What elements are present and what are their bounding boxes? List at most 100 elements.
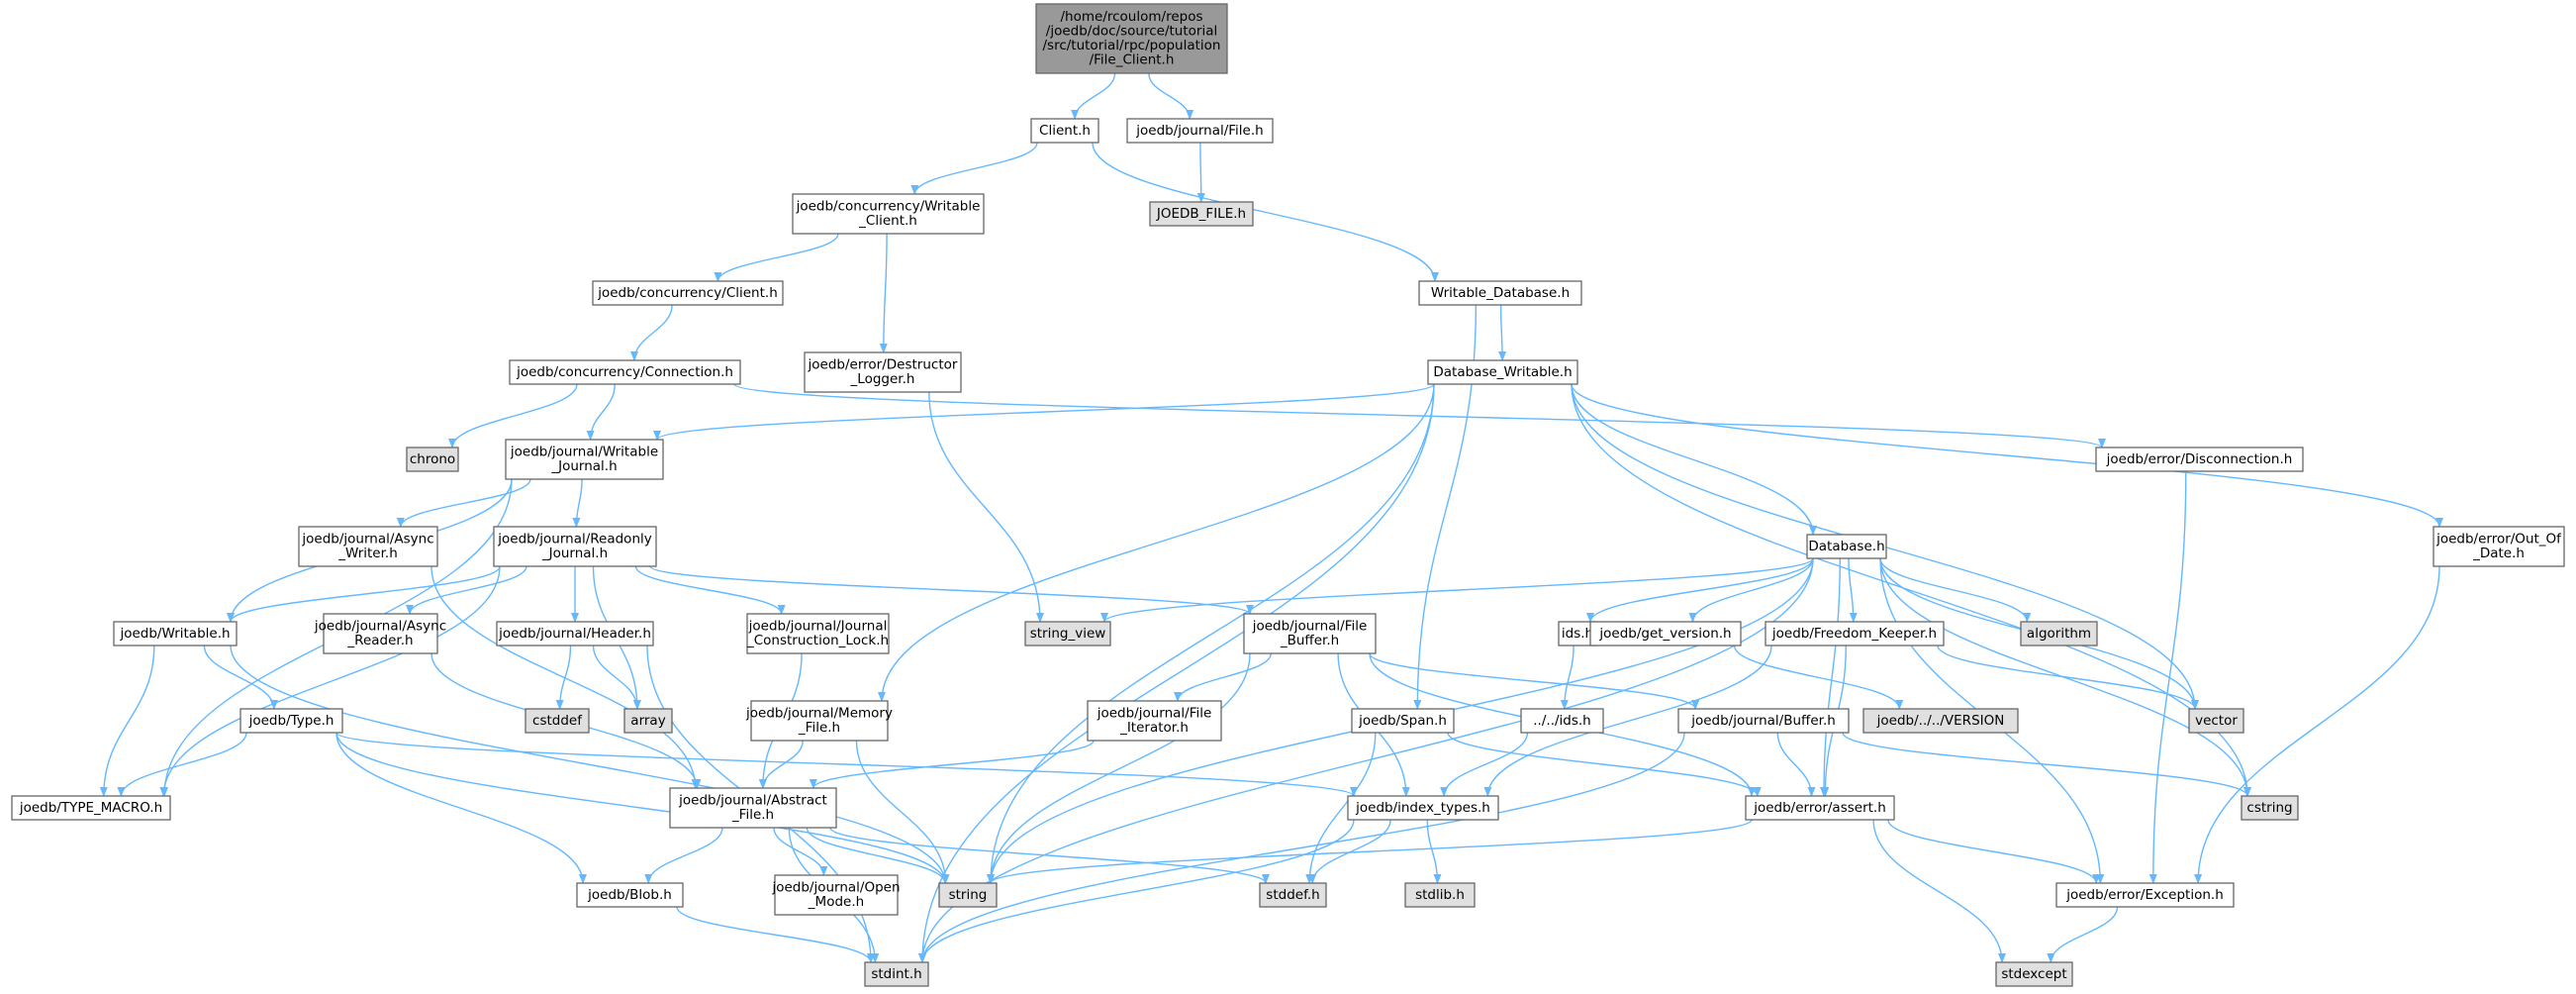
node-label: _Logger.h	[850, 371, 915, 387]
node-stddef-h[interactable]: stddef.h	[1259, 882, 1327, 908]
node-cstring[interactable]: cstring	[2241, 795, 2299, 821]
node-conc-client[interactable]: joedb/concurrency/Client.h	[592, 280, 784, 306]
node-label: stdexcept	[2001, 966, 2066, 982]
node-label: joedb/Writable.h	[119, 626, 230, 642]
node-root[interactable]: /home/rcoulom/repos/joedb/doc/source/tut…	[1035, 3, 1228, 74]
edge-header_h-to-cstddef	[555, 645, 572, 710]
node-conc-connection[interactable]: joedb/concurrency/Connection.h	[509, 359, 741, 385]
node-stdlib-h[interactable]: stdlib.h	[1404, 882, 1476, 908]
node-box	[239, 708, 343, 734]
node-chrono[interactable]: chrono	[406, 447, 459, 472]
node-destructor-logger[interactable]: joedb/error/Destructor_Logger.h	[804, 351, 962, 393]
edge-writable_h-to-type_h	[203, 645, 278, 710]
edge-conc_client-to-conc_connection	[630, 304, 673, 361]
node-label: Client.h	[1039, 123, 1091, 139]
node-cstddef[interactable]: cstddef	[525, 708, 590, 734]
edge-database_h-to-freedom_keeper	[1848, 557, 1858, 623]
node-box	[1520, 708, 1604, 734]
node-label: joedb/concurrency/Connection.h	[516, 364, 733, 380]
node-label: /home/rcoulom/repos	[1061, 9, 1203, 25]
node-database-writable[interactable]: Database_Writable.h	[1427, 359, 1578, 385]
node-box	[774, 874, 899, 916]
edge-client_h-to-writable_database	[1092, 142, 1439, 282]
node-index-types[interactable]: joedb/index_types.h	[1347, 795, 1499, 821]
edge-readonly_journal-to-type_macro	[159, 565, 501, 797]
node-label: joedb/error/Disconnection.h	[2106, 451, 2293, 467]
edge-assert_h-to-exception_h	[1887, 819, 2101, 884]
edge-root-to-journal_file_h	[1148, 72, 1194, 120]
node-box	[2095, 447, 2304, 472]
node-span-h[interactable]: joedb/Span.h	[1351, 708, 1455, 734]
node-file-iterator[interactable]: joedb/journal/File_Iterator.h	[1087, 700, 1222, 742]
node-box	[1259, 882, 1327, 908]
node-box	[496, 621, 654, 646]
node-version-h[interactable]: joedb/../../VERSION	[1862, 708, 2019, 734]
node-box	[1035, 3, 1228, 74]
node-label: _Reader.h	[346, 633, 413, 648]
node-disconnection[interactable]: joedb/error/Disconnection.h	[2095, 447, 2304, 472]
node-algorithm[interactable]: algorithm	[2020, 621, 2098, 646]
edge-database_writable-to-out_of_date	[1571, 383, 2443, 528]
node-journal-file-h[interactable]: joedb/journal/File.h	[1126, 118, 1274, 144]
node-box	[1404, 882, 1476, 908]
node-vector[interactable]: vector	[2188, 708, 2244, 734]
edge-out_of_date-to-exception_h	[2194, 565, 2440, 884]
node-label: /src/tutorial/rpc/population	[1042, 38, 1220, 53]
node-label: joedb/Span.h	[1358, 713, 1447, 729]
node-blob-h[interactable]: joedb/Blob.h	[576, 882, 684, 908]
node-dotdot-ids[interactable]: ../../ids.h	[1520, 708, 1604, 734]
node-label: chrono	[410, 451, 455, 467]
edge-destructor_logger-to-string_view	[928, 391, 1044, 623]
edge-exception_h-to-stdexcept	[2047, 906, 2119, 963]
node-box	[1024, 621, 1111, 646]
node-out-of-date[interactable]: joedb/error/Out_Of_Date.h	[2433, 526, 2565, 567]
node-string[interactable]: string	[938, 882, 998, 908]
node-writable-journal[interactable]: joedb/journal/Writable_Journal.h	[505, 439, 664, 480]
node-label: JOEDB_FILE.h	[1156, 206, 1246, 222]
node-exception-h[interactable]: joedb/error/Exception.h	[2055, 882, 2235, 908]
node-buffer-h[interactable]: joedb/journal/Buffer.h	[1677, 708, 1850, 734]
node-joedb-file-h[interactable]: JOEDB_FILE.h	[1149, 201, 1254, 227]
node-box	[2188, 708, 2244, 734]
node-box	[1589, 621, 1742, 646]
node-label: ids.h	[1562, 626, 1593, 642]
node-layer: /home/rcoulom/repos/joedb/doc/source/tut…	[11, 3, 2565, 987]
node-get-version[interactable]: joedb/get_version.h	[1589, 621, 1742, 646]
edge-freedom_keeper-to-index_types	[1483, 645, 1772, 797]
node-journal-construction-lock[interactable]: joedb/journal/Journal_Construction_Lock.…	[746, 613, 890, 654]
node-client-h[interactable]: Client.h	[1030, 118, 1099, 144]
node-assert-h[interactable]: joedb/error/assert.h	[1745, 795, 1895, 821]
node-file-buffer[interactable]: joedb/journal/File_Buffer.h	[1243, 613, 1377, 654]
node-stdint-h[interactable]: stdint.h	[864, 961, 929, 987]
node-database-h[interactable]: Database.h	[1806, 534, 1887, 559]
node-writable-h[interactable]: joedb/Writable.h	[113, 621, 238, 646]
node-writable-database[interactable]: Writable_Database.h	[1418, 280, 1582, 306]
node-box	[323, 613, 438, 654]
node-conc-writable-client[interactable]: joedb/concurrency/Writable_Client.h	[792, 193, 985, 235]
node-async-writer[interactable]: joedb/journal/Async_Writer.h	[298, 526, 438, 567]
node-label: joedb/journal/Async	[314, 619, 446, 635]
node-label: cstddef	[532, 713, 583, 729]
node-type-macro[interactable]: joedb/TYPE_MACRO.h	[11, 795, 171, 821]
node-label: joedb/journal/Async	[301, 532, 433, 547]
node-label: _Date.h	[2472, 546, 2525, 561]
node-label: algorithm	[2027, 626, 2091, 642]
node-async-reader[interactable]: joedb/journal/Async_Reader.h	[314, 613, 446, 654]
node-label: Database.h	[1808, 539, 1884, 554]
edge-conc_connection-to-chrono	[448, 383, 578, 448]
node-label: joedb/journal/Abstract	[678, 793, 827, 809]
node-label: joedb/journal/Readonly	[497, 532, 652, 547]
node-header-h[interactable]: joedb/journal/Header.h	[496, 621, 654, 646]
node-type-h[interactable]: joedb/Type.h	[239, 708, 343, 734]
node-stdexcept[interactable]: stdexcept	[1995, 961, 2073, 987]
node-memory-file[interactable]: joedb/journal/Memory_File.h	[745, 700, 893, 742]
node-array[interactable]: array	[623, 708, 673, 734]
node-freedom-keeper[interactable]: joedb/Freedom_Keeper.h	[1765, 621, 1945, 646]
node-string-view[interactable]: string_view	[1024, 621, 1111, 646]
node-abstract-file[interactable]: joedb/journal/Abstract_File.h	[669, 787, 837, 829]
node-label: joedb/journal/Header.h	[498, 626, 651, 642]
edge-span_h-to-assert_h	[1447, 732, 1762, 797]
node-readonly-journal[interactable]: joedb/journal/Readonly_Journal.h	[493, 526, 657, 567]
node-open-mode[interactable]: joedb/journal/Open_Mode.h	[771, 874, 901, 916]
node-label: joedb/get_version.h	[1598, 626, 1731, 642]
